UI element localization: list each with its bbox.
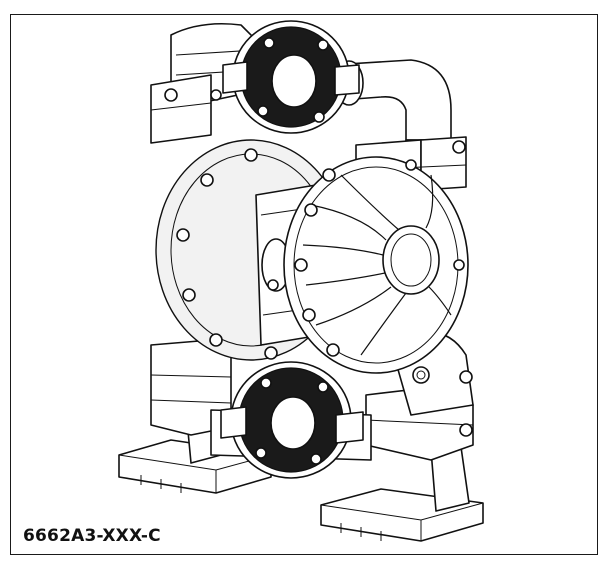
base-foot-right: [320, 446, 484, 542]
diaphragm-pump-drawing-icon: [118, 20, 484, 542]
figure-frame: 6662A3-XXX-C: [10, 14, 598, 555]
part-number-label: 6662A3-XXX-C: [23, 526, 161, 546]
top-flange: [222, 20, 360, 134]
bottom-flange: [220, 361, 364, 479]
right-fluid-cover: [283, 156, 469, 374]
